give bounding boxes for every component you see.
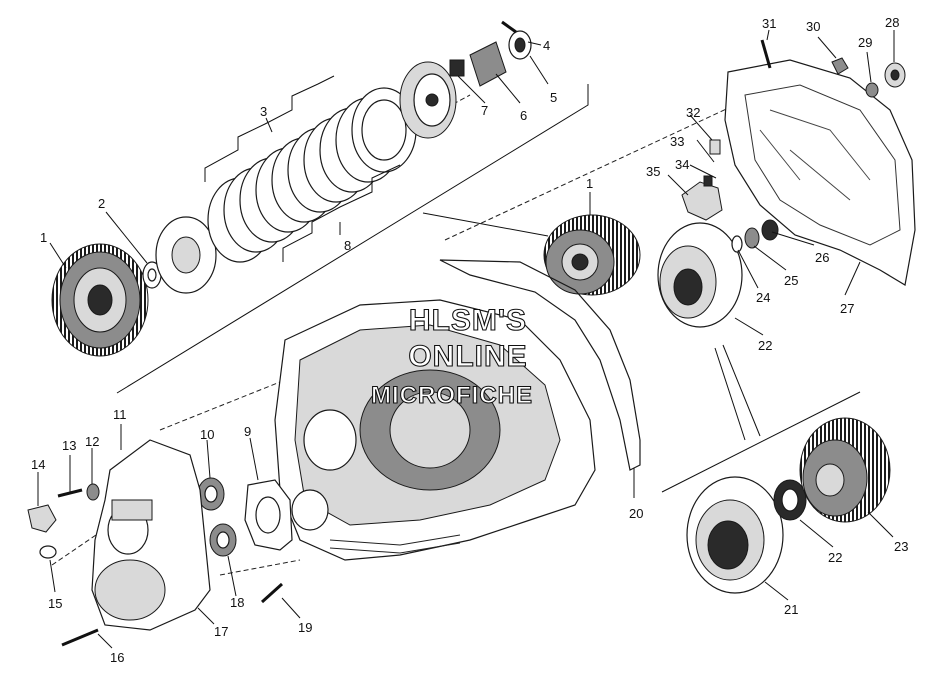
cover-bolt xyxy=(760,39,772,69)
callout-20: 20 xyxy=(629,506,643,521)
bearing-upper xyxy=(197,477,225,511)
clutch-link-line-b xyxy=(714,347,746,441)
callout-28: 28 xyxy=(885,15,899,30)
watermark-line-3: MICROFICHE xyxy=(371,382,533,409)
callout-4: 4 xyxy=(543,38,550,53)
callout-35: 35 xyxy=(646,164,660,179)
callout-23: 23 xyxy=(894,539,908,554)
drain-plug xyxy=(884,62,906,88)
callout-15: 15 xyxy=(48,596,62,611)
cap-nut xyxy=(831,57,849,75)
callout-31: 31 xyxy=(762,16,776,31)
callout-3: 3 xyxy=(260,104,267,119)
upper-group-bracket xyxy=(116,84,589,394)
callout-2: 2 xyxy=(98,196,105,211)
callout-33: 33 xyxy=(670,134,684,149)
callout-13: 13 xyxy=(62,438,76,453)
callout-1-right: 1 xyxy=(586,176,593,191)
screw xyxy=(501,20,517,34)
leader-lines xyxy=(37,29,895,649)
callout-21: 21 xyxy=(784,602,798,617)
callout-1-left: 1 xyxy=(40,230,47,245)
watermark: HLSM'S ONLINE MICROFICHE xyxy=(370,303,533,409)
clutch-cover xyxy=(724,59,916,286)
flywheel-gear-left xyxy=(51,243,149,357)
callout-16: 16 xyxy=(110,650,124,665)
callout-labels: 1 2 3 8 4 5 6 7 1 31 30 29 28 32 33 34 3… xyxy=(31,15,908,665)
lower-axis-line xyxy=(219,559,301,576)
callout-11: 11 xyxy=(113,407,127,422)
clutch-disc-stack xyxy=(207,87,417,263)
long-bolt xyxy=(61,628,99,647)
small-bearing xyxy=(744,227,760,249)
callout-10: 10 xyxy=(200,427,214,442)
mount-bolt xyxy=(260,582,284,604)
callout-18: 18 xyxy=(230,595,244,610)
callout-8: 8 xyxy=(344,238,351,253)
callout-26: 26 xyxy=(815,250,829,265)
callout-14: 14 xyxy=(31,457,45,472)
callout-9: 9 xyxy=(244,424,251,439)
callout-17: 17 xyxy=(214,624,228,639)
pressure-plate xyxy=(155,216,217,294)
callout-7: 7 xyxy=(481,103,488,118)
callout-22-upper: 22 xyxy=(758,338,772,353)
case-gasket xyxy=(439,259,641,471)
callout-12: 12 xyxy=(85,434,99,449)
callout-30: 30 xyxy=(806,19,820,34)
oil-seal xyxy=(508,30,532,60)
callout-34: 34 xyxy=(675,157,689,172)
sensor xyxy=(27,504,57,533)
pulley-ring xyxy=(773,479,807,521)
clutch-link-line-a xyxy=(722,344,761,437)
pump-fitting xyxy=(681,139,723,221)
callout-5: 5 xyxy=(550,90,557,105)
callout-19: 19 xyxy=(298,620,312,635)
callout-6: 6 xyxy=(520,108,527,123)
flywheel-gear-right xyxy=(543,214,641,296)
bearing-lower xyxy=(209,523,237,557)
side-cover xyxy=(91,439,211,631)
driven-pulley xyxy=(686,476,784,594)
clutch-shoe-assembly xyxy=(799,417,891,523)
right-axis-line xyxy=(444,104,736,241)
callout-25: 25 xyxy=(784,273,798,288)
drive-pulley-upper xyxy=(657,222,743,328)
callout-27: 27 xyxy=(840,301,854,316)
disc-stack-bracket-bottom xyxy=(282,164,401,262)
clutch-hub xyxy=(399,61,457,139)
watermark-line-1: HLSM'S xyxy=(409,304,527,337)
disc-stack-bracket-top xyxy=(204,75,335,182)
plug-washer xyxy=(865,82,879,98)
gear-link-line xyxy=(422,212,549,237)
o-ring xyxy=(39,545,57,559)
callout-32: 32 xyxy=(686,105,700,120)
spacer-washer xyxy=(731,235,743,253)
watermark-line-2: ONLINE xyxy=(408,340,527,373)
callout-24: 24 xyxy=(756,290,770,305)
cover-seal xyxy=(761,219,779,241)
lower-right-group-bracket xyxy=(661,391,861,493)
cover-screw xyxy=(57,488,83,498)
callout-29: 29 xyxy=(858,35,872,50)
small-seal xyxy=(86,483,100,501)
callout-22-lower: 22 xyxy=(828,550,842,565)
cover-gasket xyxy=(244,479,293,551)
thrust-washer xyxy=(142,261,162,289)
crankcase xyxy=(274,299,596,561)
lock-nut xyxy=(449,59,465,77)
